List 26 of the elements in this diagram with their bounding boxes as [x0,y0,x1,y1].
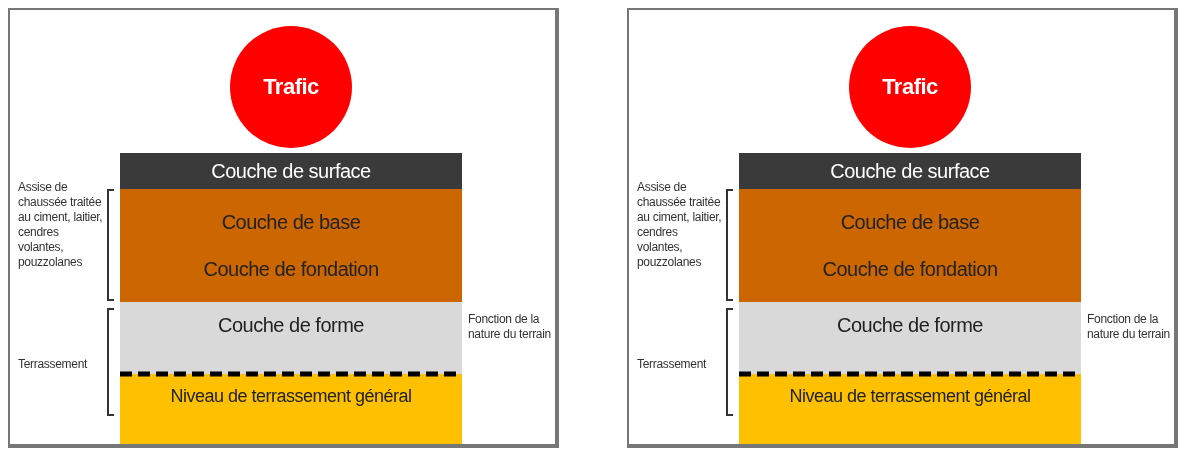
side-note: Terrassement [18,357,89,372]
layer-label: Couche de forme [837,314,983,337]
layer-label: Couche de base [221,210,361,234]
earthwork-level-layer [120,374,462,444]
side-note: Fonction de la nature du terrain [468,312,552,342]
layer-label: Trafic [882,74,938,100]
layer-label: Couche de base [840,210,980,234]
side-note: Terrassement [637,357,708,372]
layer-label: Couche de surface [830,159,990,183]
base-layer [120,189,462,302]
side-note: Assise de chaussée traitée au ciment, laitier, cendres volantes, pouzzolanes [18,180,103,270]
layer-label: Niveau de terrassement général [789,386,1031,407]
layer-label: Couche de fondation [822,257,998,281]
layer-label: Couche de forme [218,314,364,337]
layer-label: Trafic [263,74,319,100]
surface-layer [739,153,1081,189]
earthwork-level-layer [739,374,1081,444]
surface-layer [120,153,462,189]
layer-label: Couche de fondation [203,257,379,281]
layer-label: Niveau de terrassement général [170,386,412,407]
layer-label: Couche de surface [211,159,371,183]
side-note: Assise de chaussée traitée au ciment, laitier, cendres volantes, pouzzolanes [637,180,722,270]
subgrade-layer [120,302,462,374]
subgrade-layer [739,302,1081,374]
side-note: Fonction de la nature du terrain [1087,312,1171,342]
base-layer [739,189,1081,302]
